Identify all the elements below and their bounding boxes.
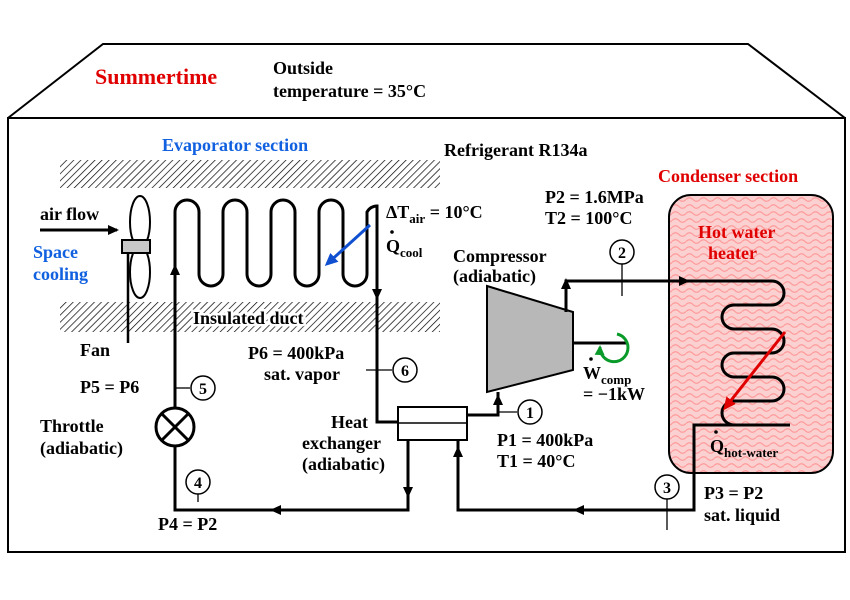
state-6-pressure: P6 = 400kPa — [248, 343, 344, 363]
house-roof — [7, 43, 846, 119]
svg-text:6: 6 — [401, 363, 409, 380]
evaporator-coil — [173, 198, 379, 290]
w-comp-dot — [589, 357, 593, 361]
q-hot-water-label: Qhot-water — [710, 436, 778, 460]
heat-exchanger-label-line3: (adiabatic) — [302, 454, 385, 475]
refrigerant-label: Refrigerant R134a — [444, 140, 587, 160]
condenser-section-label: Condenser section — [658, 166, 798, 186]
w-comp-value: = −1kW — [583, 384, 645, 404]
state-marker-3: 3 — [654, 474, 680, 500]
state-marker-1: 1 — [517, 399, 543, 425]
q-cool-dot — [390, 230, 394, 234]
hot-water-heater-line1: Hot water — [698, 222, 775, 242]
outside-temperature-line1: Outside — [273, 58, 333, 78]
throttle-valve-icon — [154, 406, 196, 448]
state-marker-5: 5 — [190, 375, 216, 401]
q-cool-label: Qcool — [386, 236, 423, 260]
w-comp-label: Wcomp — [583, 363, 631, 387]
season-title: Summertime — [95, 64, 217, 89]
state-2-pressure: P2 = 1.6MPa — [545, 187, 644, 207]
throttle-label-line1: Throttle — [40, 416, 104, 436]
space-cooling-line1: Space — [33, 242, 78, 262]
hot-water-heater-line2: heater — [708, 243, 757, 263]
fan-icon — [121, 195, 151, 343]
svg-text:3: 3 — [663, 480, 671, 497]
svg-text:2: 2 — [618, 245, 626, 262]
fan-label: Fan — [80, 340, 110, 360]
house-outline — [7, 43, 846, 553]
state-5-pressure: P5 = P6 — [80, 377, 139, 397]
state-1-pressure: P1 = 400kPa — [497, 430, 593, 450]
w-comp-rotation-arrow — [594, 332, 630, 364]
svg-text:5: 5 — [199, 381, 207, 398]
outside-temperature-line2: temperature = 35°C — [273, 81, 426, 101]
heat-exchanger-label-line2: exchanger — [302, 433, 381, 453]
q-hot-water-arrow — [723, 331, 787, 411]
svg-text:1: 1 — [526, 405, 534, 422]
state-leader-lines — [175, 264, 668, 530]
compressor-label-line2: (adiabatic) — [453, 266, 536, 287]
state-3-pressure: P3 = P2 — [704, 483, 763, 503]
hot-water-heater-tank — [668, 194, 834, 474]
state-4-pressure: P4 = P2 — [158, 514, 217, 534]
state-marker-2: 2 — [609, 239, 635, 265]
state-1-temperature: T1 = 40°C — [497, 451, 575, 471]
delta-t-air-label: ΔTair = 10°C — [386, 202, 483, 226]
state-3-phase: sat. liquid — [704, 505, 780, 525]
state-6-phase: sat. vapor — [264, 364, 340, 384]
svg-text:4: 4 — [194, 475, 202, 492]
state-2-temperature: T2 = 100°C — [545, 208, 632, 228]
throttle-label-line2: (adiabatic) — [40, 438, 123, 459]
space-cooling-line2: cooling — [33, 264, 88, 284]
duct-top-insulation — [60, 160, 440, 188]
q-cool-arrow — [324, 223, 372, 267]
state-marker-6: 6 — [392, 357, 418, 383]
state-marker-4: 4 — [185, 469, 211, 495]
house-walls — [7, 117, 846, 553]
insulated-duct-label: Insulated duct — [193, 308, 304, 328]
compressor-label-line1: Compressor — [453, 246, 547, 266]
compressor — [486, 284, 574, 394]
condenser-coil — [684, 279, 790, 427]
heat-exchanger-label-line1: Heat — [331, 412, 368, 432]
air-flow-label: air flow — [40, 204, 99, 224]
evaporator-section-label: Evaporator section — [162, 135, 308, 155]
q-hot-water-dot — [714, 430, 718, 434]
